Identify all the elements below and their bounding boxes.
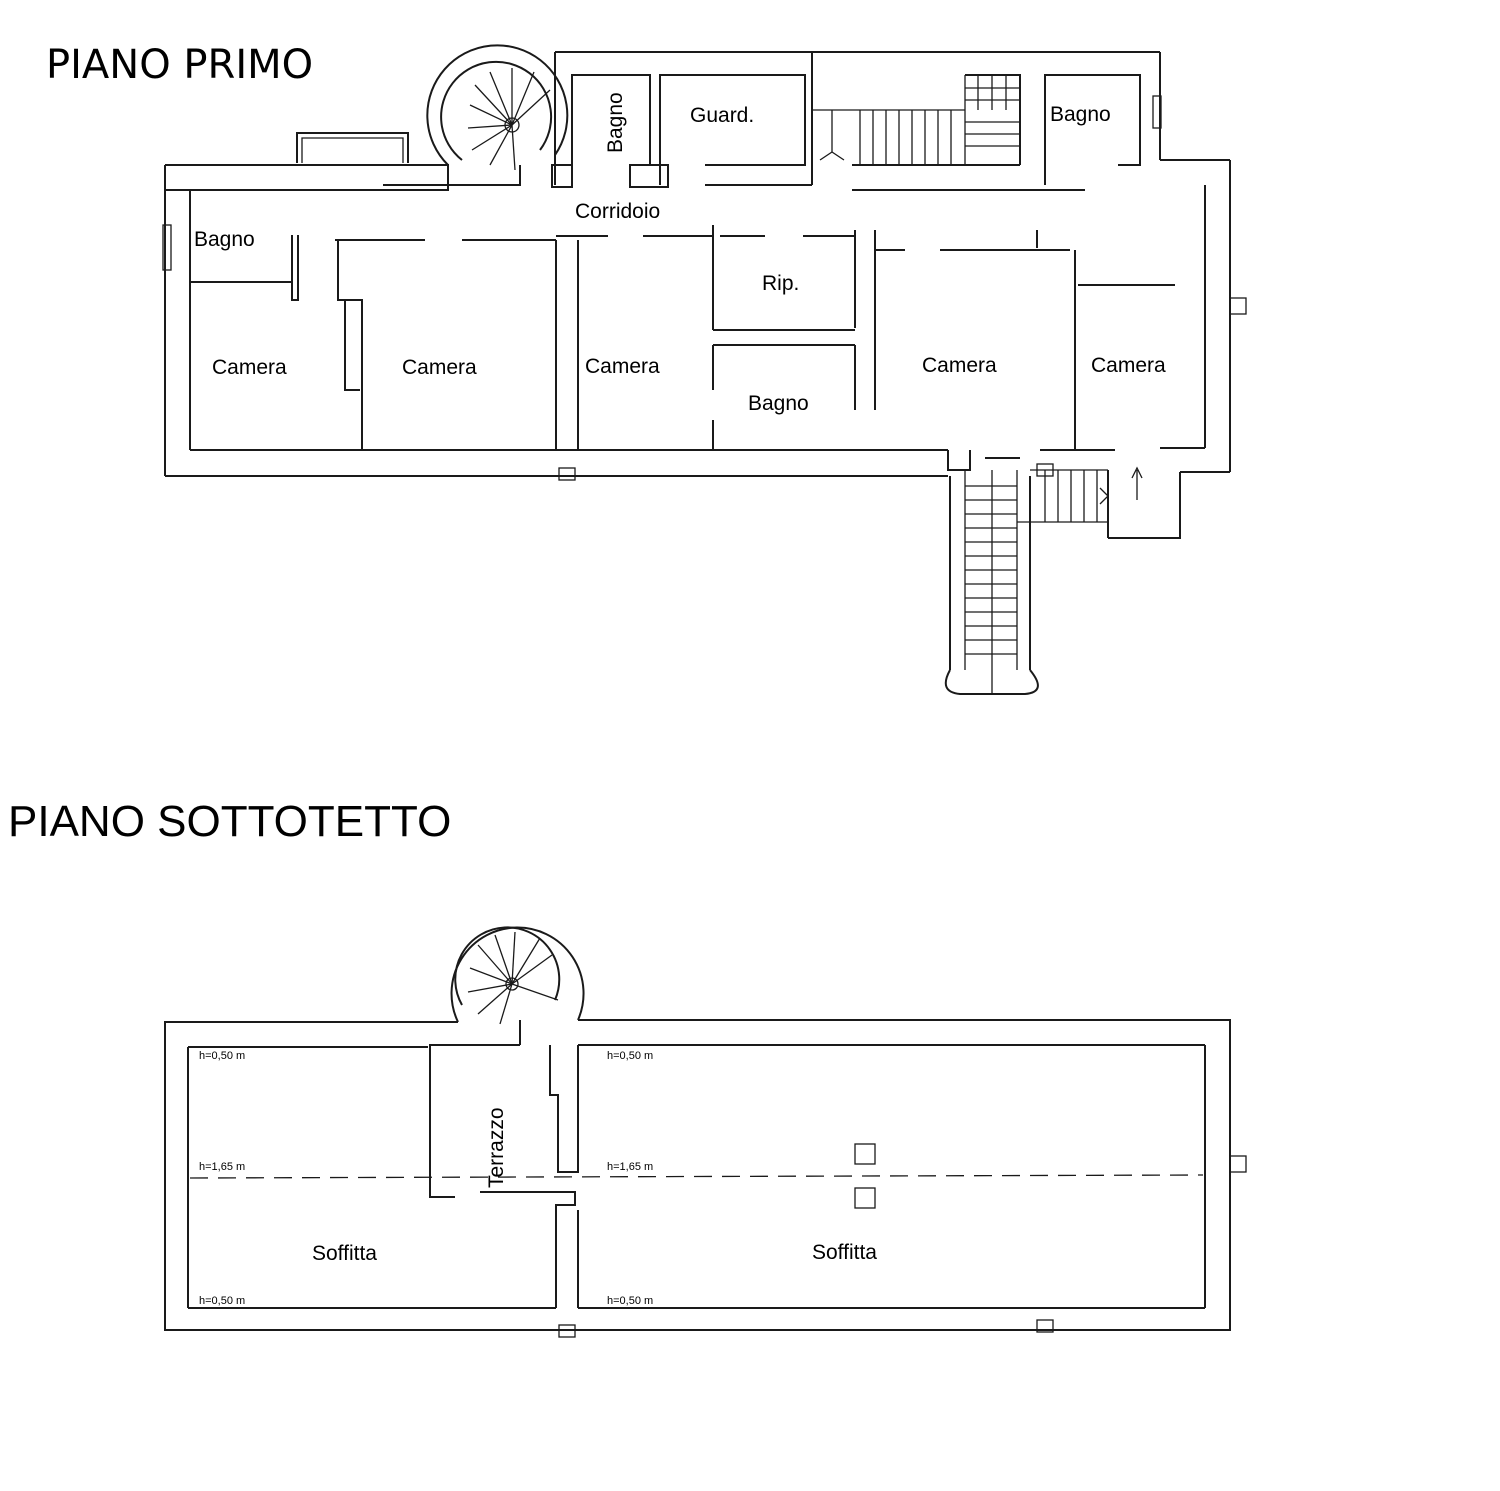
- room-label-soffitta-w: Soffitta: [312, 1242, 377, 1265]
- piano-primo-labels: Bagno Guard. Bagno Corridoio Bagno Rip. …: [194, 92, 1166, 415]
- height-label-tr: h=0,50 m: [607, 1050, 653, 1062]
- room-label-rip: Rip.: [762, 272, 799, 295]
- height-line-dashed: [189, 1174, 1204, 1179]
- height-label-bl: h=0,50 m: [199, 1295, 245, 1307]
- room-label-camera-4: Camera: [922, 354, 997, 377]
- height-label-ml: h=1,65 m: [199, 1161, 245, 1173]
- room-label-bagno-w: Bagno: [194, 228, 255, 251]
- room-label-bagno-ne: Bagno: [1050, 103, 1111, 126]
- piano-primo-title: PIANO PRIMO: [46, 42, 313, 88]
- room-label-bagno-c: Bagno: [748, 392, 809, 415]
- outer-walls: [162, 51, 1247, 539]
- room-label-bagno-tower: Bagno: [604, 92, 627, 153]
- room-label-camera-1: Camera: [212, 356, 287, 379]
- south-stair: [944, 449, 1143, 695]
- room-label-terrazzo: Terrazzo: [485, 1107, 508, 1188]
- room-label-camera-5: Camera: [1091, 354, 1166, 377]
- north-stair: [812, 75, 1020, 165]
- piano-primo-plan: PIANO PRIMO: [46, 42, 1247, 695]
- room-label-camera-2: Camera: [402, 356, 477, 379]
- interior-walls: [190, 225, 1175, 450]
- spiral-stair-attic: [450, 926, 585, 1025]
- room-label-camera-3: Camera: [585, 355, 660, 378]
- room-label-soffitta-e: Soffitta: [812, 1241, 877, 1264]
- height-label-mr: h=1,65 m: [607, 1161, 653, 1173]
- height-label-br: h=0,50 m: [607, 1295, 653, 1307]
- spiral-stair-top: [426, 44, 569, 171]
- attic-outer-walls: [164, 1019, 1247, 1338]
- room-label-guard: Guard.: [690, 104, 754, 127]
- height-label-tl: h=0,50 m: [199, 1050, 245, 1062]
- piano-sottotetto-plan: PIANO SOTTOTETTO: [8, 797, 1247, 1338]
- north-rooms-walls: [551, 52, 1141, 191]
- piano-sottotetto-title: PIANO SOTTOTETTO: [8, 797, 451, 846]
- room-label-corridoio: Corridoio: [575, 200, 660, 223]
- piano-sottotetto-labels: Terrazzo Soffitta Soffitta h=0,50 m h=1,…: [199, 1050, 877, 1307]
